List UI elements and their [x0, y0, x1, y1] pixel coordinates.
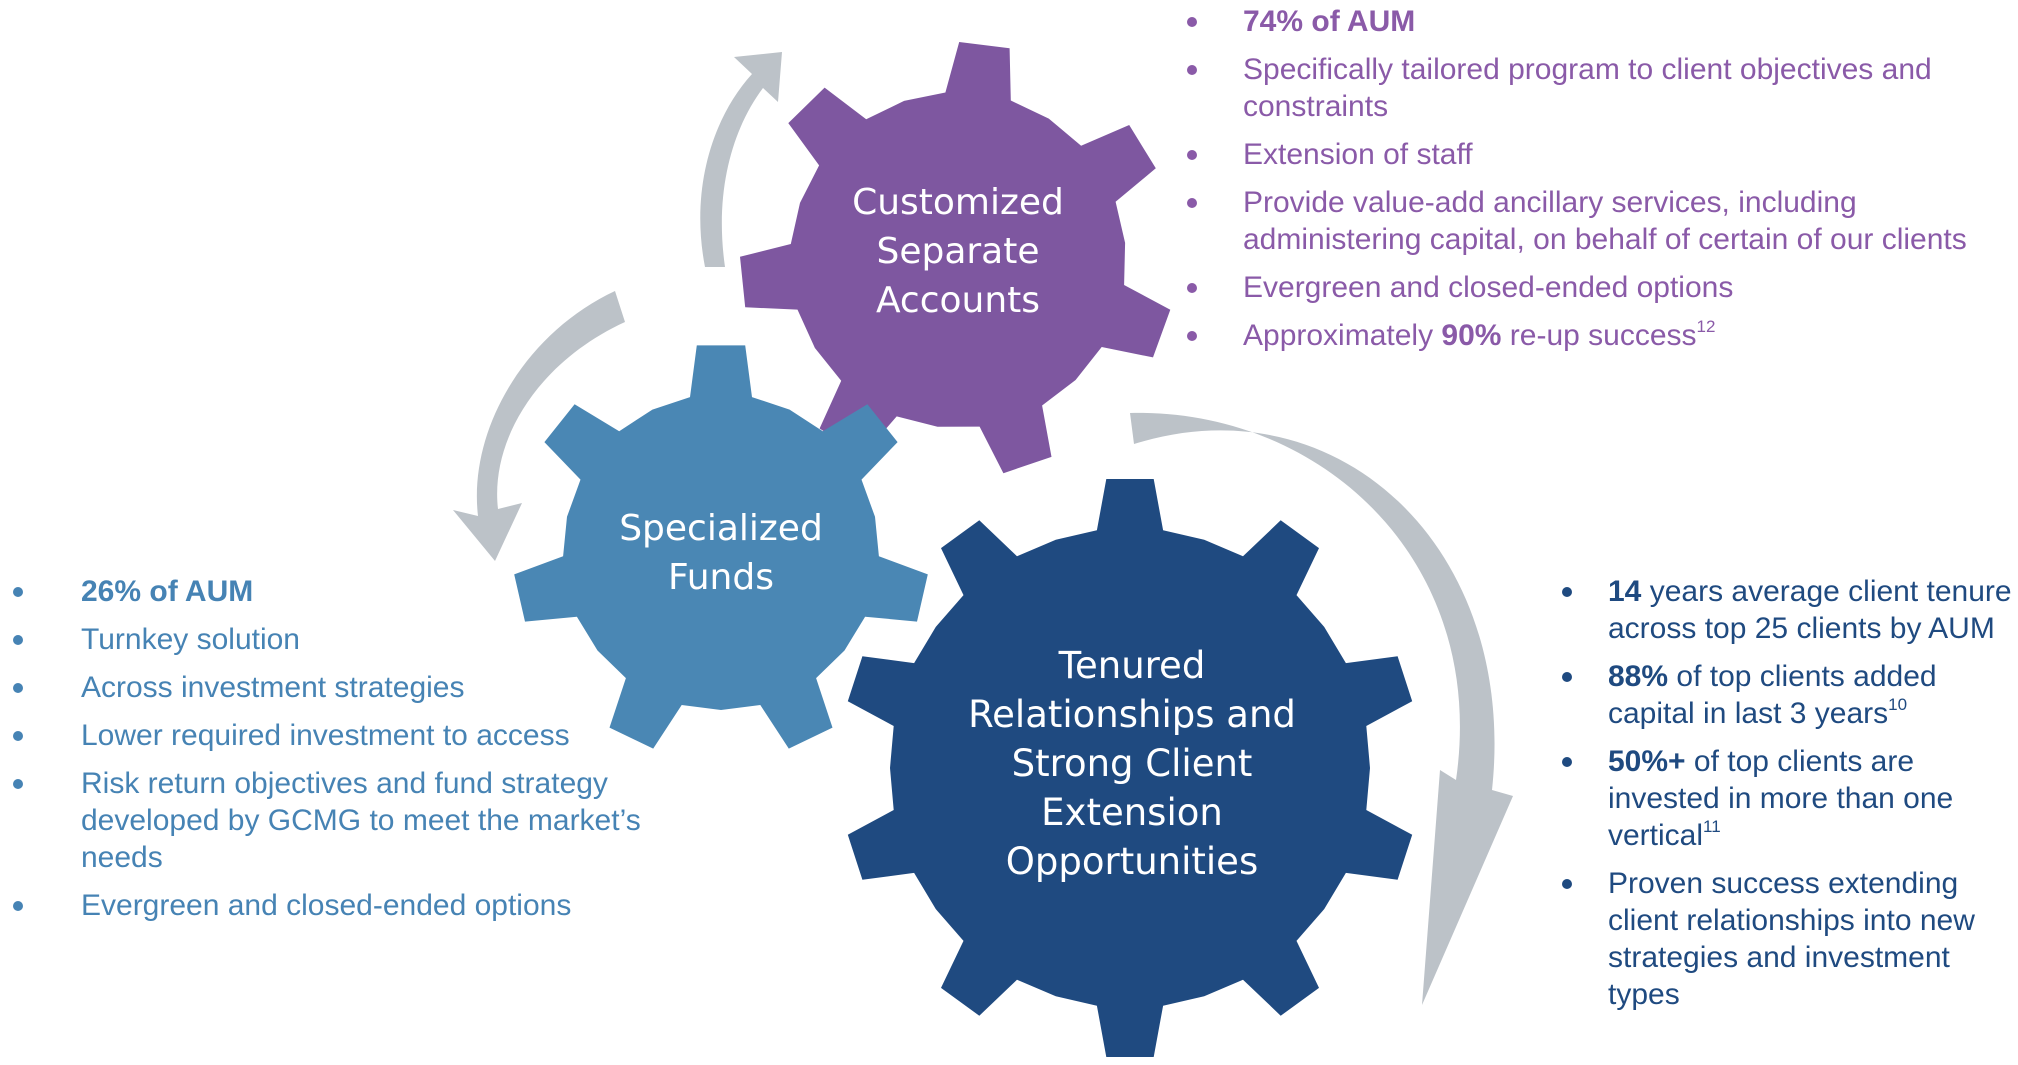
arrow-tenured-to-accounts	[1130, 412, 1513, 1005]
specialized-funds-bullet-list: 26% of AUM Turnkey solution Across inves…	[11, 573, 651, 935]
list-item: 88% of top clients added capital in last…	[1560, 658, 2012, 732]
gear-tenured	[847, 479, 1413, 1057]
list-item: 26% of AUM	[11, 573, 651, 610]
list-item: Specifically tailored program to client …	[1185, 51, 2005, 125]
list-item: Approximately 90% re-up success12	[1185, 317, 2005, 354]
tenured-relationships-bullet-list: 14 years average client tenure across to…	[1560, 573, 2012, 1024]
list-item: Evergreen and closed-ended options	[1185, 269, 2005, 306]
gear-label-line: Specialized	[619, 508, 823, 549]
gear-specialized-funds	[514, 345, 928, 749]
list-item: Evergreen and closed-ended options	[11, 887, 651, 924]
list-item: Provide value-add ancillary services, in…	[1185, 184, 2005, 258]
cycle-arrows	[453, 52, 1513, 1005]
gear-label-line: Separate	[876, 231, 1040, 272]
list-item: Proven success extending client relation…	[1560, 865, 2012, 1013]
list-item: Lower required investment to access	[11, 717, 651, 754]
list-item: Turnkey solution	[11, 621, 651, 658]
list-item: Extension of staff	[1185, 136, 2005, 173]
gear-label-tenured: Tenured Relationships and Strong Client …	[932, 641, 1332, 886]
gear-separate-accounts	[740, 42, 1171, 474]
separate-accounts-bullet-list: 74% of AUM Specifically tailored program…	[1185, 3, 2005, 365]
arrow-accounts-to-funds	[453, 291, 625, 561]
arrow-funds-to-accounts	[700, 52, 782, 267]
gear-label-line: Opportunities	[1005, 840, 1259, 883]
list-item: 74% of AUM	[1185, 3, 2005, 40]
gear-label-line: Tenured	[1058, 644, 1206, 687]
list-item: Risk return objectives and fund strategy…	[11, 765, 651, 876]
gear-label-line: Extension	[1041, 791, 1223, 834]
list-item: Across investment strategies	[11, 669, 651, 706]
gear-label-line: Funds	[668, 557, 774, 598]
gear-label-line: Accounts	[875, 280, 1041, 321]
gear-label-separate-accounts: Customized Separate Accounts	[808, 178, 1108, 325]
gear-label-line: Strong Client	[1011, 742, 1253, 785]
gear-label-specialized-funds: Specialized Funds	[586, 504, 856, 602]
list-item: 14 years average client tenure across to…	[1560, 573, 2012, 647]
list-item: 50%+ of top clients are invested in more…	[1560, 743, 2012, 854]
gear-label-line: Customized	[852, 182, 1064, 223]
gear-label-line: Relationships and	[968, 693, 1296, 736]
gears	[514, 42, 1413, 1057]
